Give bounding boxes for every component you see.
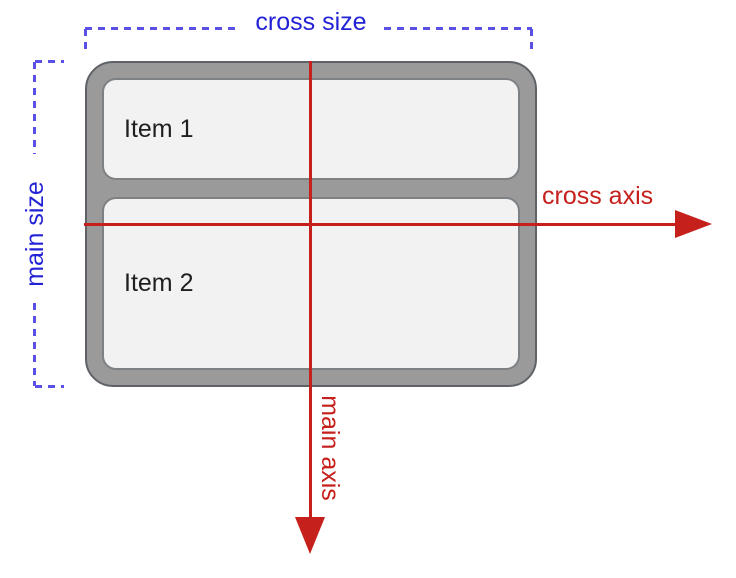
main-size-bracket-dash-top — [33, 62, 36, 154]
flex-item-1-label: Item 1 — [124, 114, 194, 143]
main-size-bracket-dash-bottom — [33, 303, 36, 386]
main-axis-line — [309, 61, 312, 519]
cross-size-label: cross size — [255, 8, 367, 36]
main-size-bracket-tick-top — [35, 60, 64, 63]
main-axis-label: main axis — [316, 395, 344, 501]
cross-size-bracket-tick-left — [84, 29, 87, 52]
cross-size-bracket-tick-right — [530, 29, 533, 50]
cross-size-bracket-dash-right — [384, 27, 532, 30]
cross-axis-arrowhead-icon — [675, 210, 712, 238]
main-size-bracket-tick-bottom — [35, 385, 64, 388]
cross-axis-label: cross axis — [542, 182, 654, 210]
main-size-label: main size — [21, 181, 49, 287]
flex-item-2-label: Item 2 — [124, 269, 194, 297]
main-axis-arrowhead-icon — [295, 517, 325, 554]
cross-size-bracket-dash-left — [85, 27, 237, 30]
cross-axis-line — [84, 223, 676, 226]
